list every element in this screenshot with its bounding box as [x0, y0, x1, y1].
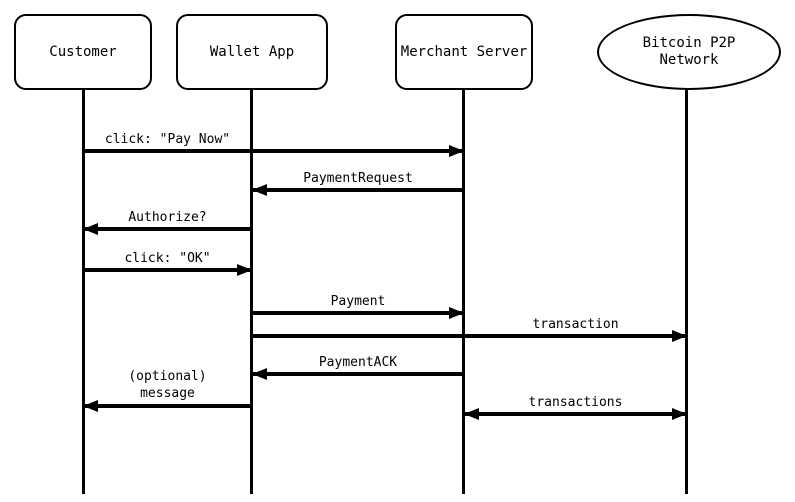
lifeline-bitcoin-p2p-network [685, 90, 688, 494]
participant-bitcoin-p2p-network-ellipse: Bitcoin P2P Network [597, 14, 781, 90]
arrowhead-right [449, 145, 464, 157]
message-payment-ack-label: PaymentACK [318, 355, 398, 370]
participant-customer-label: Customer [49, 43, 117, 60]
message-payment-request-label: PaymentRequest [303, 171, 413, 186]
message-pay-now-arrow [83, 149, 464, 153]
participant-merchant-server-box: Merchant Server [395, 14, 533, 90]
participant-wallet-app-box: Wallet App [176, 14, 328, 90]
message-payment-request-arrow [252, 188, 464, 192]
participant-customer-box: Customer [14, 14, 152, 90]
message-optional-message-label: (optional) message [128, 369, 207, 401]
message-payment-arrow [252, 311, 464, 315]
arrowhead-right [672, 408, 687, 420]
message-ok-label: click: "OK" [124, 251, 211, 266]
message-transactions-arrow [464, 412, 687, 416]
message-transactions-label: transactions [528, 395, 623, 410]
arrowhead-left [83, 400, 98, 412]
arrowhead-right [449, 307, 464, 319]
arrowhead-left [252, 184, 267, 196]
message-payment-label: Payment [330, 294, 386, 309]
arrowhead-left [252, 368, 267, 380]
participant-wallet-app-label: Wallet App [209, 43, 295, 60]
arrowhead-left [83, 223, 98, 235]
lifeline-customer [82, 90, 85, 494]
arrowhead-right [237, 264, 252, 276]
participant-merchant-server-label: Merchant Server [400, 43, 528, 60]
message-optional-message-arrow [83, 404, 252, 408]
arrowhead-right [672, 330, 687, 342]
message-ok-arrow [83, 268, 252, 272]
message-authorize-label: Authorize? [128, 210, 207, 225]
message-pay-now-label: click: "Pay Now" [104, 132, 231, 147]
lifeline-merchant-server [462, 90, 465, 494]
participant-bitcoin-p2p-network-label: Bitcoin P2P Network [642, 35, 736, 68]
arrowhead-left [464, 408, 479, 420]
message-authorize-arrow [83, 227, 252, 231]
message-transaction-label: transaction [532, 317, 619, 332]
message-payment-ack-arrow [252, 372, 464, 376]
lifeline-wallet-app [250, 90, 253, 494]
message-transaction-arrow [252, 334, 687, 338]
